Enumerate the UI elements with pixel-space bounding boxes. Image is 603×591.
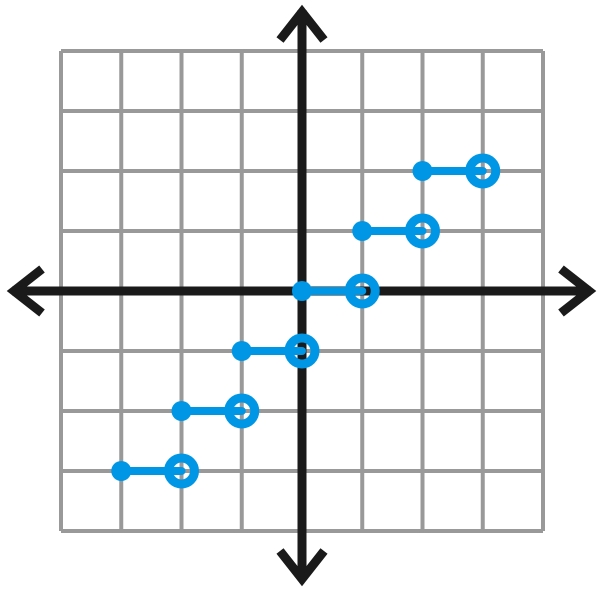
y-axis-arrow-up: [276, 4, 328, 43]
step-series: [111, 153, 501, 489]
closed-endpoint: [111, 461, 132, 481]
closed-endpoint: [171, 401, 192, 421]
open-endpoint: [164, 453, 199, 489]
open-endpoint: [465, 153, 501, 189]
x-axis-arrow-right: [558, 265, 597, 317]
closed-endpoint: [352, 221, 373, 241]
x-axis-arrow-left: [6, 265, 45, 317]
open-endpoint: [224, 393, 260, 429]
open-endpoint: [284, 333, 320, 369]
closed-endpoint: [231, 341, 252, 361]
y-axis-arrow-down: [276, 548, 328, 587]
closed-endpoint: [292, 281, 312, 301]
open-endpoint: [344, 273, 380, 309]
closed-endpoint: [412, 161, 433, 181]
open-endpoint: [405, 213, 440, 249]
